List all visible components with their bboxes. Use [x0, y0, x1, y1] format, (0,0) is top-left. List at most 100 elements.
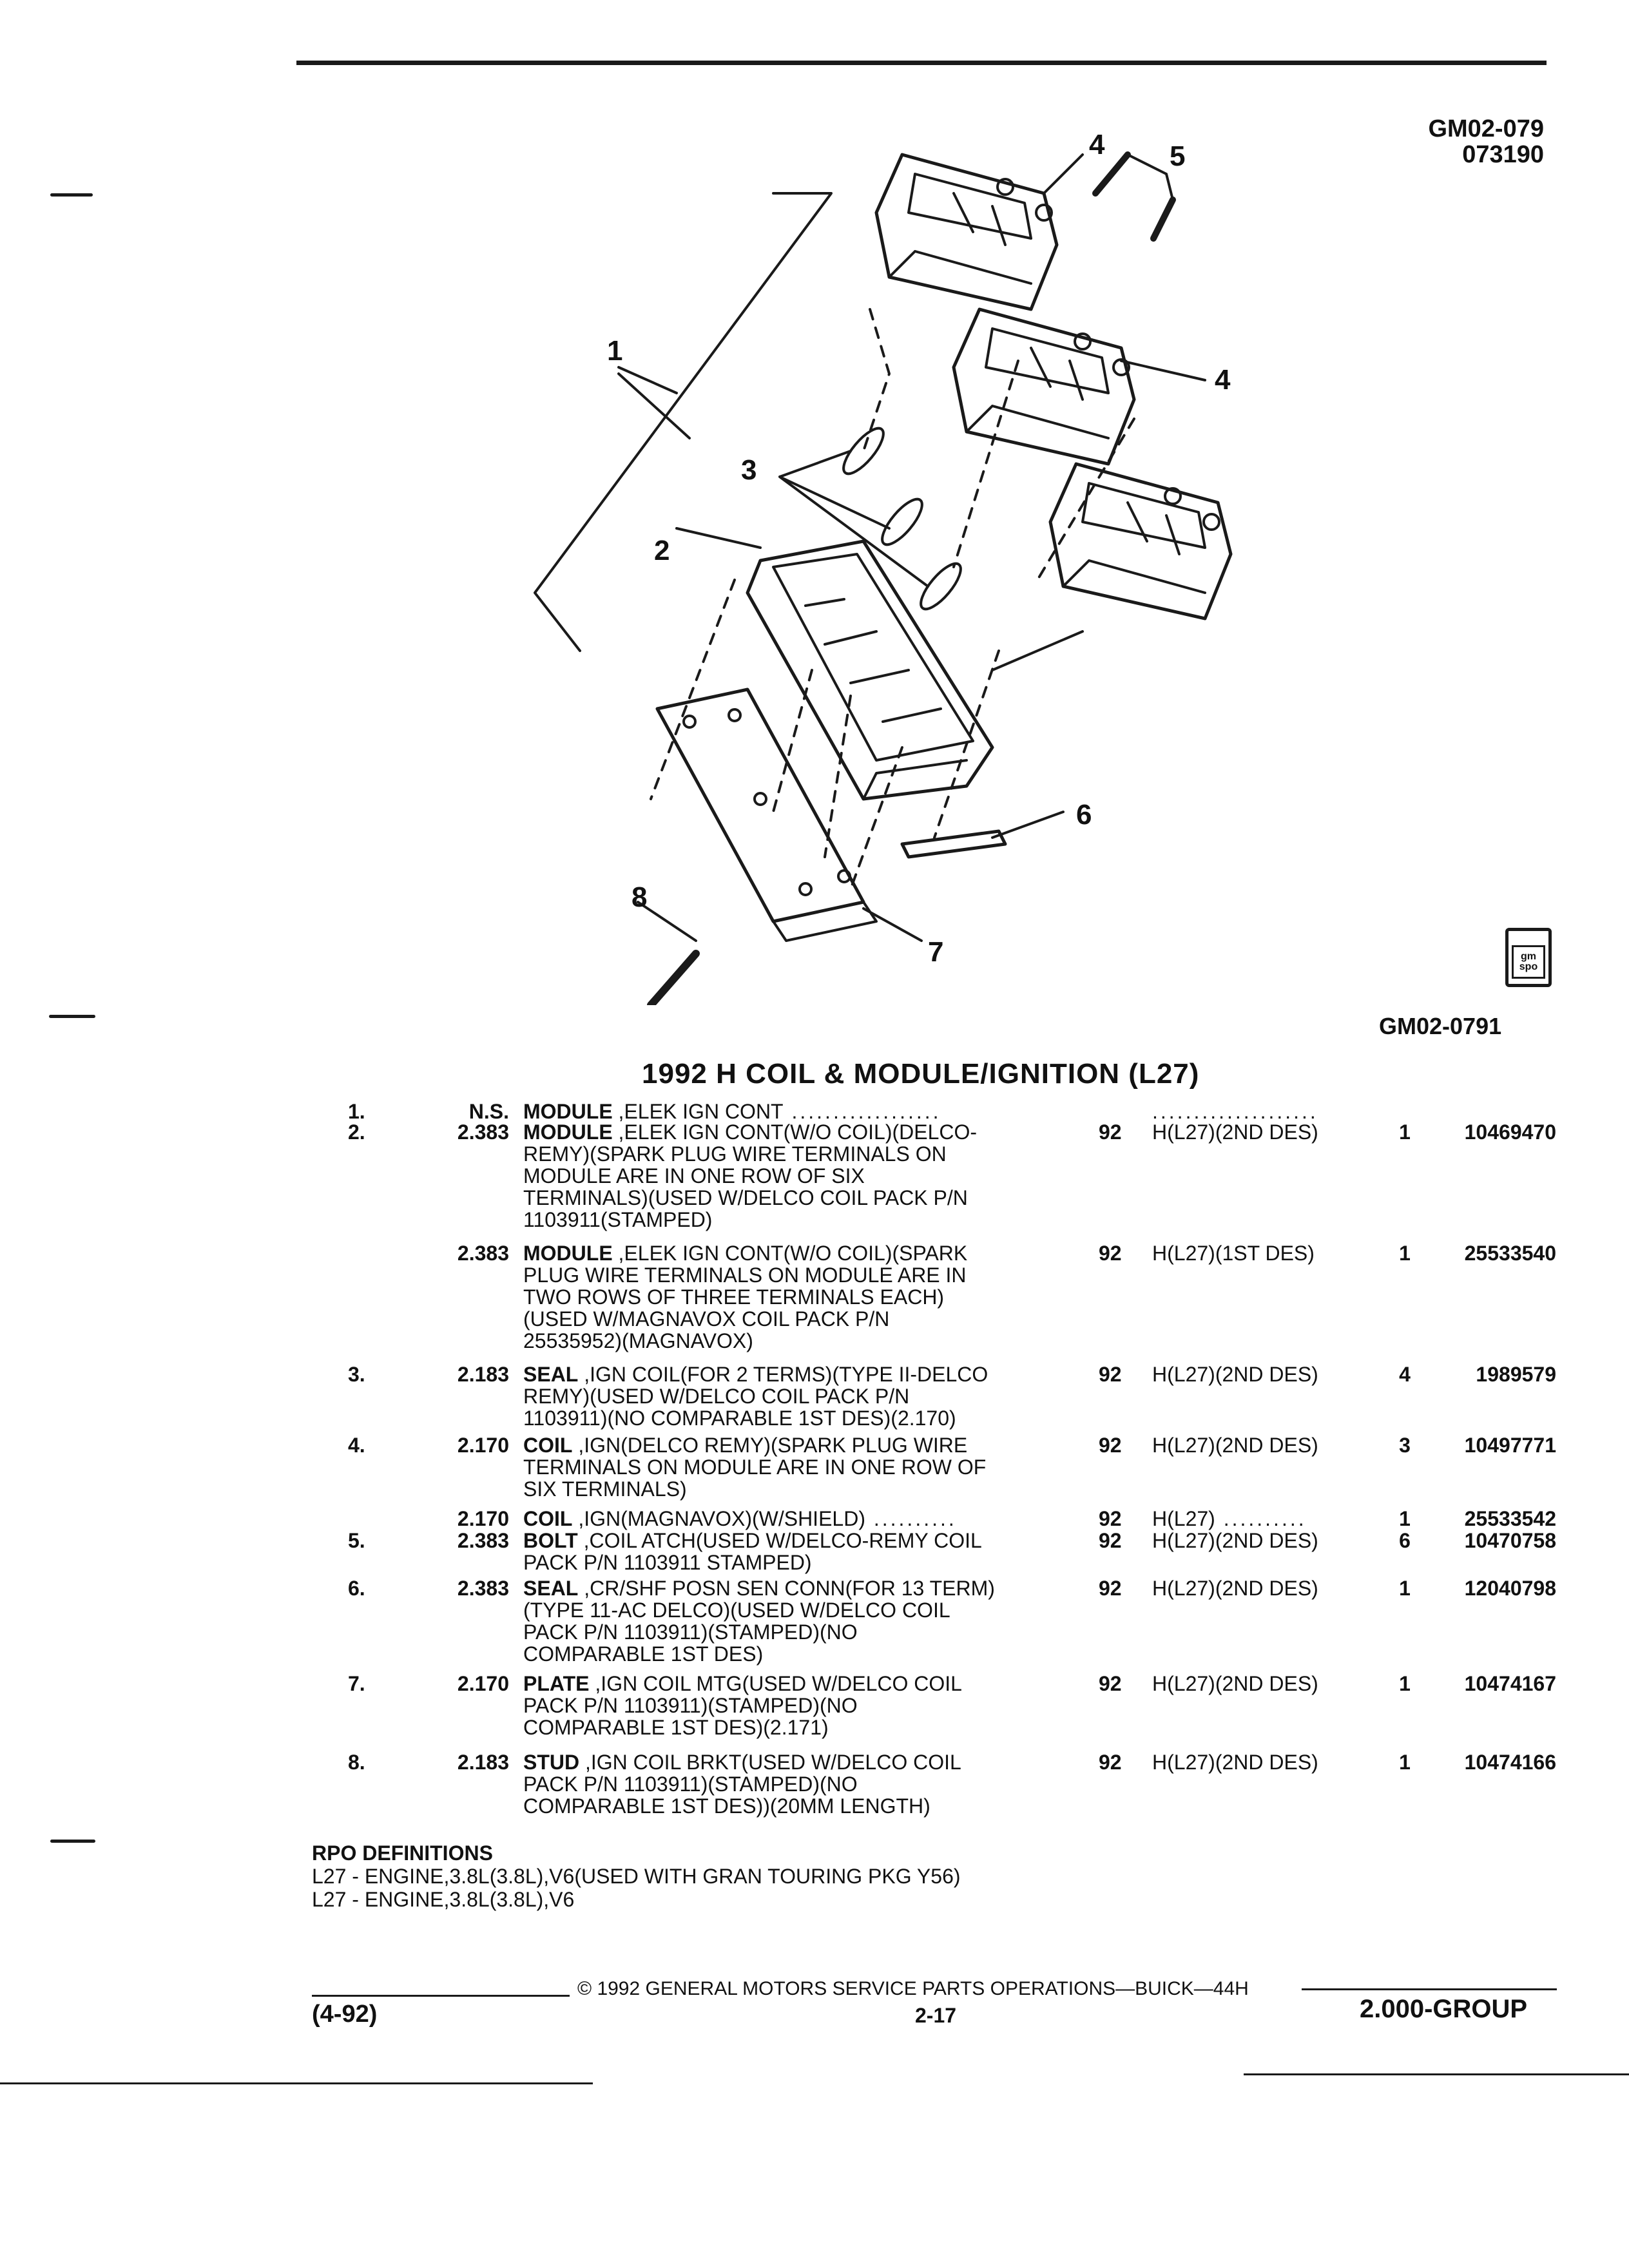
group-number: 2.183 — [457, 1363, 509, 1386]
top-rule — [296, 61, 1547, 65]
year: 92 — [1099, 1120, 1122, 1144]
part-detail: ,COIL ATCH(USED W/DELCO-REMY COIL PACK P… — [523, 1529, 982, 1574]
quantity: 4 — [1399, 1363, 1411, 1386]
callout-3: 3 — [741, 454, 757, 486]
bottom-rule-left — [0, 2082, 593, 2084]
item-number: 5. — [348, 1529, 365, 1552]
part-number: 10469470 — [1464, 1120, 1556, 1144]
group-number: 2.183 — [457, 1751, 509, 1774]
part-name: COIL — [523, 1434, 573, 1457]
reference-code: GM02-079 073190 — [1353, 116, 1544, 168]
year: 92 — [1099, 1363, 1122, 1386]
group-number: 2.383 — [457, 1242, 509, 1265]
callout-6: 6 — [1076, 799, 1092, 831]
year: 92 — [1099, 1507, 1122, 1530]
group-number: 2.170 — [457, 1507, 509, 1530]
item-number: 1. — [348, 1100, 365, 1123]
coil-pack-middle — [952, 307, 1136, 466]
quantity: 1 — [1399, 1751, 1411, 1774]
callout-4-top: 4 — [1089, 129, 1105, 160]
part-number: 25533540 — [1464, 1242, 1556, 1265]
callout-1: 1 — [607, 335, 623, 367]
margin-mark — [49, 1015, 95, 1018]
group-number: 2.170 — [457, 1434, 509, 1457]
part-description: BOLT ,COIL ATCH(USED W/DELCO-REMY COIL P… — [523, 1530, 1058, 1573]
quantity: 1 — [1399, 1120, 1411, 1144]
year: 92 — [1099, 1672, 1122, 1695]
part-description: COIL ,IGN(DELCO REMY)(SPARK PLUG WIRE TE… — [523, 1434, 1058, 1500]
part-detail: ,CR/SHF POSN SEN CONN(FOR 13 TERM) (TYPE… — [523, 1577, 995, 1666]
callout-5: 5 — [1170, 140, 1186, 172]
ignition-module — [746, 539, 994, 801]
footer-rule-left — [312, 1995, 570, 1997]
figure-label: GM02-0791 — [1379, 1013, 1502, 1039]
part-number: 10474167 — [1464, 1672, 1556, 1695]
footer-page: 2-17 — [915, 2004, 957, 2027]
reference-number: GM02-079 — [1428, 115, 1544, 142]
exploded-parts-diagram — [534, 151, 1233, 1005]
part-number: 10497771 — [1464, 1434, 1556, 1457]
model-usage: H(L27)(2ND DES) — [1152, 1672, 1318, 1695]
callout-2: 2 — [654, 535, 670, 566]
group-number: 2.383 — [457, 1577, 509, 1600]
item-number: 8. — [348, 1751, 365, 1774]
rpo-line: L27 - ENGINE,3.8L(3.8L),V6 — [312, 1888, 575, 1911]
part-detail: ,IGN COIL BRKT(USED W/DELCO COIL PACK P/… — [523, 1751, 961, 1818]
part-number: 25533542 — [1464, 1507, 1556, 1530]
footer-group: 2.000-GROUP — [1360, 1995, 1528, 2023]
year: 92 — [1099, 1434, 1122, 1457]
rpo-line: L27 - ENGINE,3.8L(3.8L),V6(USED WITH GRA… — [312, 1865, 961, 1888]
reference-date: 073190 — [1462, 141, 1544, 168]
group-number: 2.170 — [457, 1672, 509, 1695]
callout-4-right: 4 — [1215, 364, 1231, 396]
part-description: MODULE ,ELEK IGN CONT(W/O COIL)(DELCO- R… — [523, 1121, 1058, 1231]
part-description: STUD ,IGN COIL BRKT(USED W/DELCO COIL PA… — [523, 1751, 1058, 1817]
year: 92 — [1099, 1242, 1122, 1265]
callout-7: 7 — [928, 936, 944, 968]
part-detail: ,IGN COIL(FOR 2 TERMS)(TYPE II-DELCO REM… — [523, 1363, 988, 1430]
part-detail: ,ELEK IGN CONT — [612, 1100, 784, 1123]
item-number: 6. — [348, 1577, 365, 1600]
part-name: STUD — [523, 1751, 580, 1774]
model-usage: H(L27) .......... — [1152, 1507, 1307, 1530]
margin-mark — [50, 1840, 95, 1843]
model-usage: H(L27)(2ND DES) — [1152, 1577, 1318, 1600]
footer-copyright: © 1992 GENERAL MOTORS SERVICE PARTS OPER… — [577, 1978, 1249, 1999]
part-number: 10470758 — [1464, 1529, 1556, 1552]
part-name: BOLT — [523, 1529, 578, 1552]
gm-spo-logo-mark: gm spo — [1512, 945, 1545, 979]
bottom-rule-right — [1244, 2073, 1629, 2075]
page-title: 1992 H COIL & MODULE/IGNITION (L27) — [642, 1058, 1200, 1090]
item-number: 2. — [348, 1120, 365, 1144]
quantity: 1 — [1399, 1242, 1411, 1265]
part-detail: ,ELEK IGN CONT(W/O COIL)(DELCO- REMY)(SP… — [523, 1120, 978, 1231]
model-usage: H(L27)(2ND DES) — [1152, 1434, 1318, 1457]
part-name: MODULE — [523, 1100, 613, 1123]
part-description: MODULE ,ELEK IGN CONT .................. — [523, 1100, 941, 1123]
year: 92 — [1099, 1529, 1122, 1552]
rpo-definitions: RPO DEFINITIONS L27 - ENGINE,3.8L(3.8L),… — [312, 1841, 961, 1911]
part-number: 1989579 — [1476, 1363, 1556, 1386]
part-description: PLATE ,IGN COIL MTG(USED W/DELCO COIL PA… — [523, 1673, 1058, 1738]
group-number: N.S. — [468, 1100, 509, 1123]
part-name: MODULE — [523, 1242, 613, 1265]
part-description: SEAL ,IGN COIL(FOR 2 TERMS)(TYPE II-DELC… — [523, 1363, 1058, 1429]
model-usage: H(L27)(2ND DES) — [1152, 1363, 1318, 1386]
gm-spo-logo: gm spo — [1505, 928, 1552, 987]
part-detail: ,IGN(MAGNAVOX)(W/SHIELD) — [572, 1507, 865, 1530]
part-description: MODULE ,ELEK IGN CONT(W/O COIL)(SPARK PL… — [523, 1242, 1058, 1352]
part-number: 10474166 — [1464, 1751, 1556, 1774]
part-name: MODULE — [523, 1120, 613, 1144]
quantity: 3 — [1399, 1434, 1411, 1457]
part-number: 12040798 — [1464, 1577, 1556, 1600]
item-number: 3. — [348, 1363, 365, 1386]
dot-leader: .................... — [1152, 1100, 1318, 1123]
footer-date: (4-92) — [312, 2001, 378, 2028]
model-usage: H(L27)(2ND DES) — [1152, 1120, 1318, 1144]
model-usage: H(L27)(1ST DES) — [1152, 1242, 1315, 1265]
part-detail: ,IGN(DELCO REMY)(SPARK PLUG WIRE TERMINA… — [523, 1434, 987, 1501]
model-usage: H(L27)(2ND DES) — [1152, 1751, 1318, 1774]
mounting-plate — [655, 687, 878, 942]
quantity: 1 — [1399, 1507, 1411, 1530]
quantity: 1 — [1399, 1577, 1411, 1600]
